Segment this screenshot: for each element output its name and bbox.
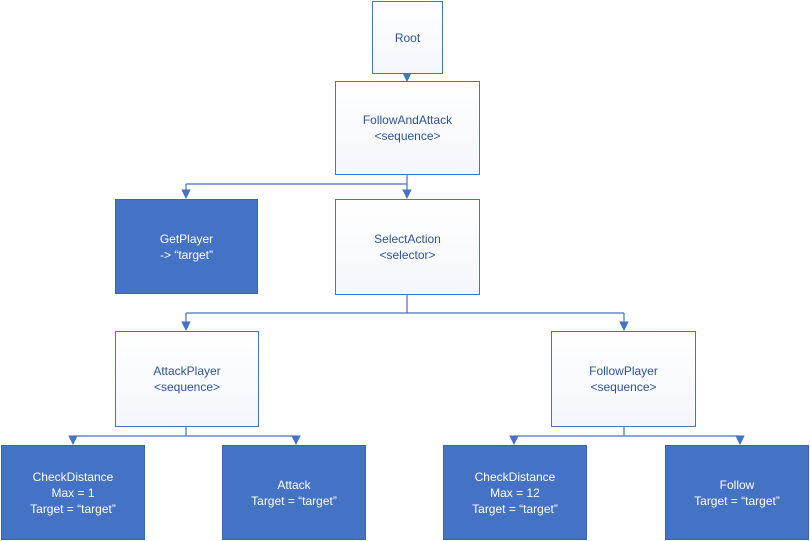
node-getplayer: GetPlayer -> “target” xyxy=(115,199,258,294)
node-follow-line-1: Follow xyxy=(719,477,755,492)
node-selectaction-line-1: SelectAction xyxy=(374,232,441,246)
connector-followandattack-bus xyxy=(186,175,408,185)
node-followplayer-line-2: <sequence> xyxy=(590,380,657,394)
connector-selectaction-bus xyxy=(186,295,624,314)
node-followandattack-line-2: <sequence> xyxy=(374,129,441,143)
node-attack-line-2: Target = “target” xyxy=(251,493,337,508)
node-attack: Attack Target = “target” xyxy=(222,445,366,540)
node-checkdistance-max12-line-2: Max = 12 xyxy=(490,485,540,500)
node-selectaction-line-2: <selector> xyxy=(379,248,436,262)
node-followandattack-line-1: FollowAndAttack xyxy=(362,113,453,127)
connector-followplayer-bus xyxy=(514,427,740,437)
node-follow: Follow Target = “target” xyxy=(665,445,809,540)
node-root-line-1: Root xyxy=(394,30,421,45)
node-getplayer-line-1: GetPlayer xyxy=(159,231,214,246)
node-selectaction: SelectAction <selector> xyxy=(335,199,480,295)
node-checkdistance-max12-line-1: CheckDistance xyxy=(474,469,556,484)
node-attackplayer-line-1: AttackPlayer xyxy=(153,364,221,378)
node-getplayer-line-2: -> “target” xyxy=(159,247,213,262)
node-attack-line-1: Attack xyxy=(277,477,311,492)
connector-attackplayer-bus xyxy=(73,427,296,437)
node-checkdistance-max1-line-2: Max = 1 xyxy=(51,485,95,500)
node-checkdistance-max1-line-3: Target = “target” xyxy=(30,501,116,516)
node-follow-line-2: Target = “target” xyxy=(694,493,780,508)
node-checkdistance-max1: CheckDistance Max = 1 Target = “target” xyxy=(1,445,145,540)
node-followandattack: FollowAndAttack <sequence> xyxy=(335,81,480,175)
node-followplayer-line-1: FollowPlayer xyxy=(589,364,658,378)
node-followplayer: FollowPlayer <sequence> xyxy=(551,331,696,427)
node-root: Root xyxy=(372,1,443,74)
node-checkdistance-max12: CheckDistance Max = 12 Target = “target” xyxy=(443,445,587,540)
node-attackplayer: AttackPlayer <sequence> xyxy=(115,331,259,427)
node-checkdistance-max12-line-3: Target = “target” xyxy=(472,501,558,516)
node-checkdistance-max1-line-1: CheckDistance xyxy=(32,469,114,484)
node-attackplayer-line-2: <sequence> xyxy=(153,380,221,394)
